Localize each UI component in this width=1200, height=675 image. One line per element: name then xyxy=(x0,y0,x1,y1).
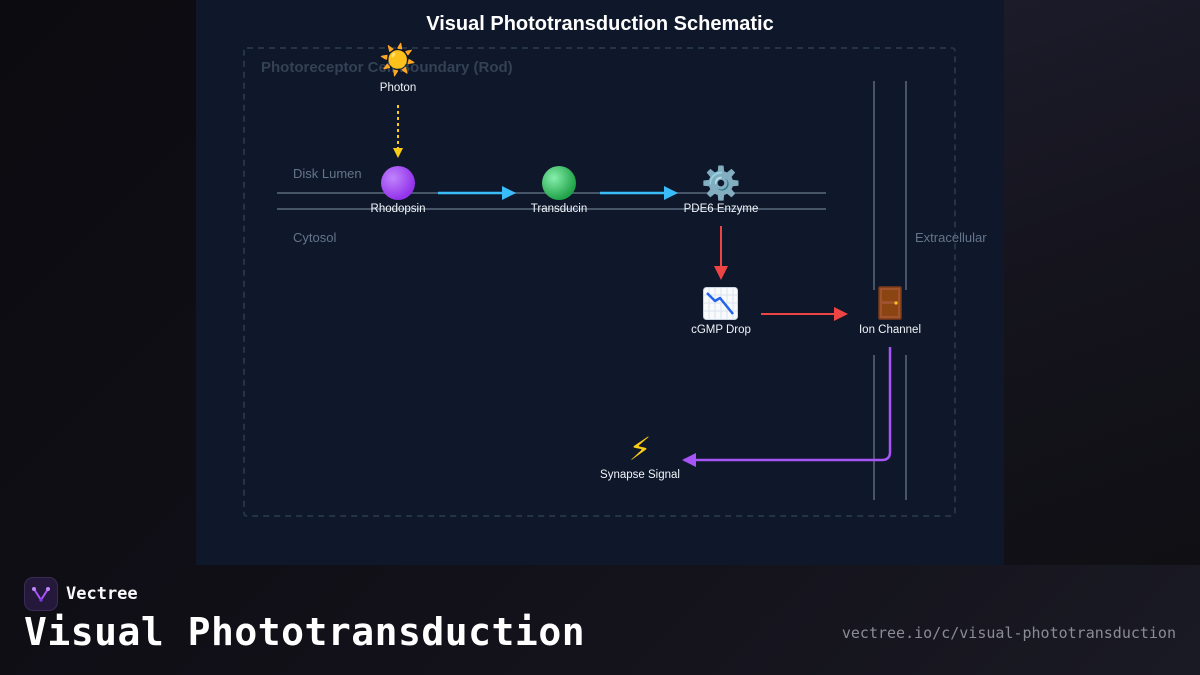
lightning-icon: ⚡ xyxy=(628,430,652,468)
source-url[interactable]: vectree.io/c/visual-phototransduction xyxy=(841,624,1176,642)
disk-lumen-label: Disk Lumen xyxy=(293,166,362,181)
vectree-logo-icon xyxy=(24,577,58,611)
ion-channel-label: Ion Channel xyxy=(858,324,922,336)
chart-decreasing-icon xyxy=(703,287,738,320)
green-circle-icon xyxy=(542,166,576,200)
transducin-label: Transducin xyxy=(530,203,588,215)
diagram-canvas xyxy=(243,47,956,517)
cgmp-label: cGMP Drop xyxy=(691,324,751,336)
cell-boundary-label: Photoreceptor Cell Boundary (Rod) xyxy=(261,59,513,76)
page-title: Visual Phototransduction xyxy=(24,610,586,654)
door-icon xyxy=(878,286,902,320)
cell-boundary xyxy=(243,47,956,517)
rhodopsin-label: Rhodopsin xyxy=(370,203,426,215)
diagram-title: Visual Phototransduction Schematic xyxy=(426,13,774,35)
background-glow xyxy=(1004,0,1200,565)
cytosol-label: Cytosol xyxy=(293,230,337,245)
brand-name: Vectree xyxy=(66,584,138,604)
gear-icon: ⚙️ xyxy=(701,164,741,202)
ion-channel-to-synapse-arrow xyxy=(682,347,892,467)
pde6-label: PDE6 Enzyme xyxy=(683,203,759,215)
sun-icon: ☀️ xyxy=(379,43,417,78)
extracellular-label: Extracellular xyxy=(915,230,987,245)
synapse-label: Synapse Signal xyxy=(600,469,680,481)
diagram-panel: Visual Phototransduction Schematic xyxy=(196,0,1004,565)
photon-label: Photon xyxy=(379,82,417,94)
purple-circle-icon xyxy=(381,166,415,200)
